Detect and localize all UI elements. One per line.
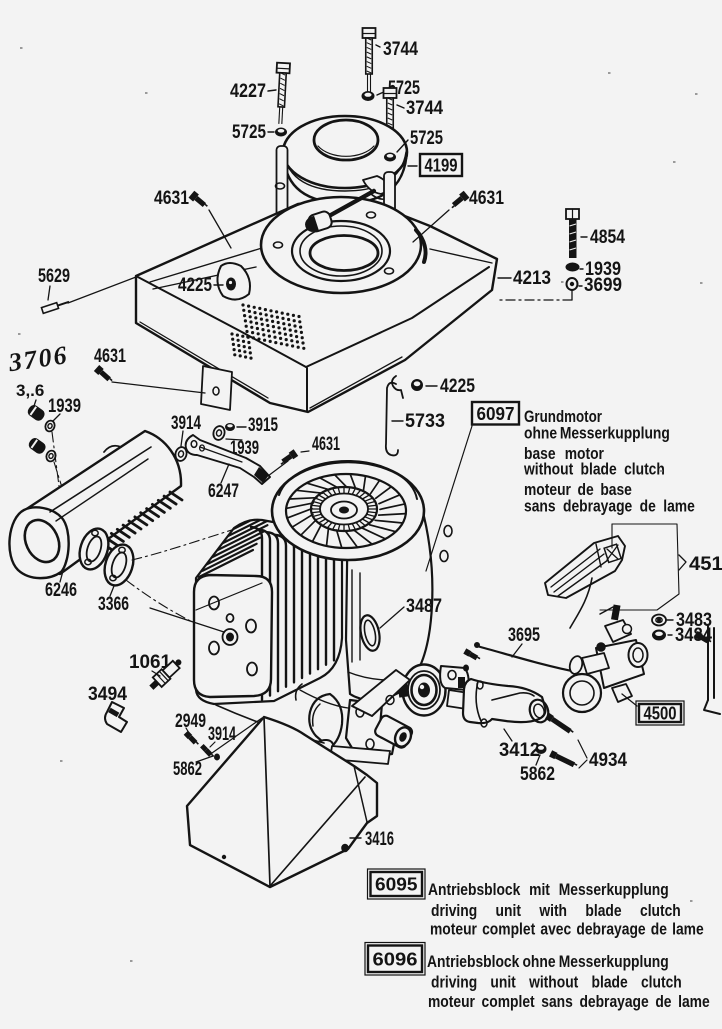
svg-text:4225: 4225: [440, 376, 475, 397]
svg-text:5725: 5725: [232, 122, 266, 143]
svg-text:3483: 3483: [676, 610, 712, 631]
svg-text:3487: 3487: [406, 596, 442, 617]
svg-text:driving unit without blade clu: driving unit without blade clutch: [431, 973, 682, 991]
svg-text:5733: 5733: [405, 411, 445, 432]
svg-text:4500: 4500: [644, 704, 677, 724]
svg-text:1939: 1939: [585, 259, 621, 280]
svg-text:3699: 3699: [584, 275, 622, 296]
svg-text:ohne Messerkupplung: ohne Messerkupplung: [524, 424, 670, 442]
svg-text:4227: 4227: [230, 81, 266, 102]
svg-text:3484: 3484: [675, 625, 712, 646]
svg-text:3412: 3412: [499, 740, 540, 761]
svg-text:moteur de base: moteur de base: [524, 481, 632, 499]
svg-text:4199: 4199: [425, 156, 458, 176]
svg-text:4225: 4225: [178, 275, 212, 296]
svg-text:sans debrayage de lame: sans debrayage de lame: [524, 497, 695, 515]
svg-text:5725: 5725: [410, 128, 443, 149]
svg-text:4511: 4511: [689, 554, 722, 575]
svg-text:6096: 6096: [373, 949, 418, 969]
svg-text:3744: 3744: [406, 98, 443, 119]
svg-text:driving unit with blade clutch: driving unit with blade clutch: [431, 902, 681, 920]
svg-text:6095: 6095: [375, 875, 418, 895]
svg-text:4631: 4631: [94, 346, 126, 367]
svg-text:4854: 4854: [590, 227, 625, 248]
svg-text:Antriebsblock ohne Messerkuppl: Antriebsblock ohne Messerkupplung: [427, 953, 669, 971]
svg-text:5862: 5862: [520, 764, 555, 785]
svg-text:3744: 3744: [383, 39, 418, 60]
svg-text:Grundmotor: Grundmotor: [524, 408, 602, 426]
svg-text:6246: 6246: [45, 580, 77, 601]
svg-text:4631: 4631: [312, 434, 340, 455]
svg-text:4213: 4213: [513, 268, 551, 289]
svg-text:3,.6: 3,.6: [16, 381, 44, 400]
svg-text:moteur complet avec debrayage: moteur complet avec debrayage de lame: [430, 920, 704, 938]
svg-text:1939: 1939: [48, 396, 81, 417]
svg-text:base motor: base motor: [524, 445, 604, 463]
svg-text:Antriebsblock mit Messerkupplu: Antriebsblock mit Messerkupplung: [428, 881, 669, 899]
svg-text:5862: 5862: [173, 759, 202, 780]
svg-text:3695: 3695: [508, 625, 540, 646]
svg-text:6097: 6097: [477, 404, 515, 424]
svg-text:without blade clutch: without blade clutch: [523, 460, 665, 478]
svg-text:3416: 3416: [365, 829, 394, 850]
svg-text:3494: 3494: [88, 684, 127, 705]
svg-text:5629: 5629: [38, 266, 70, 287]
svg-text:2949: 2949: [175, 711, 206, 732]
svg-text:1061: 1061: [129, 652, 171, 673]
svg-text:3366: 3366: [98, 594, 129, 615]
svg-text:6247: 6247: [208, 481, 239, 502]
svg-text:4934: 4934: [589, 750, 627, 771]
svg-text:moteur complet sans debrayage: moteur complet sans debrayage de lame: [428, 993, 710, 1011]
svg-text:4631: 4631: [469, 188, 504, 209]
svg-text:3915: 3915: [248, 415, 278, 436]
svg-text:4631: 4631: [154, 188, 189, 209]
svg-text:3914: 3914: [171, 413, 201, 434]
svg-text:3914: 3914: [208, 724, 236, 745]
